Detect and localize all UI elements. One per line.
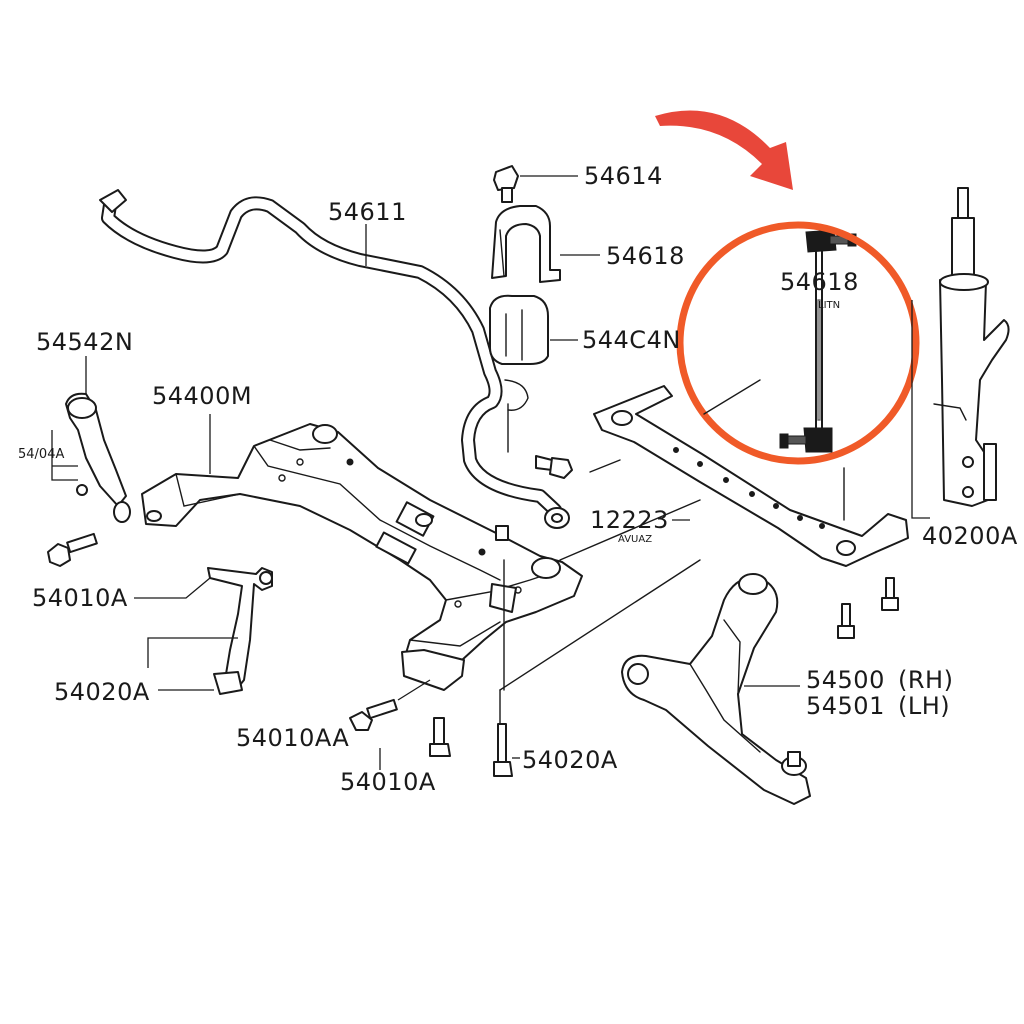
label-54500-rh: (RH) (898, 666, 953, 694)
label-54614: 54614 (584, 162, 663, 190)
stabilizer-link (779, 229, 857, 453)
label-5404a: 54/04A (18, 447, 64, 462)
lower-arm (621, 573, 811, 805)
stabilizer-bar (99, 189, 570, 529)
bolt-54020a-bottom (493, 525, 513, 777)
subframe-54400m (141, 423, 583, 691)
bolt-54614 (493, 165, 519, 203)
leader-lines (51, 175, 930, 770)
pointer-arrow-body (655, 110, 793, 190)
label-54010a-bottom: 54010A (340, 768, 436, 796)
clamp-54618 (491, 205, 561, 283)
part-labels: 54614 54611 54618 54618 LITN 544C4N 5454… (18, 162, 1018, 796)
label-54618-clamp: 54618 (606, 242, 685, 270)
bolt-54010a-left (47, 532, 98, 567)
bolts-reinforcement (837, 577, 899, 639)
label-54618-link: 54618 (780, 268, 859, 296)
label-54501: 54501 (806, 692, 885, 720)
left-bracket-54542n (65, 392, 131, 523)
label-12223: 12223 (590, 506, 669, 534)
label-54501-lh: (LH) (898, 692, 950, 720)
label-40200a: 40200A (922, 522, 1018, 550)
reinforcement-12223 (593, 385, 909, 567)
label-54400m: 54400M (152, 382, 252, 410)
tension-rod-54020a (207, 567, 273, 695)
bolt-54010a-bottom (429, 717, 451, 757)
label-54611: 54611 (328, 198, 407, 226)
label-54618-link-sub: LITN (818, 300, 840, 311)
highlight-circle (676, 221, 920, 465)
label-54542n: 54542N (36, 328, 133, 356)
label-54010aa: 54010AA (236, 724, 349, 752)
bushing-544c4n (489, 294, 549, 365)
label-54500: 54500 (806, 666, 885, 694)
pointer-arrow (655, 110, 793, 190)
label-54020a-bottom: 54020A (522, 746, 618, 774)
label-54010a-left: 54010A (32, 584, 128, 612)
strut-40200a (933, 187, 1010, 507)
bolt-bar (535, 455, 573, 479)
bolt-54010aa (349, 698, 398, 731)
label-12223-sub: AVUAZ (618, 534, 652, 545)
label-544c4n: 544C4N (582, 326, 681, 354)
label-54020a-left: 54020A (54, 678, 150, 706)
